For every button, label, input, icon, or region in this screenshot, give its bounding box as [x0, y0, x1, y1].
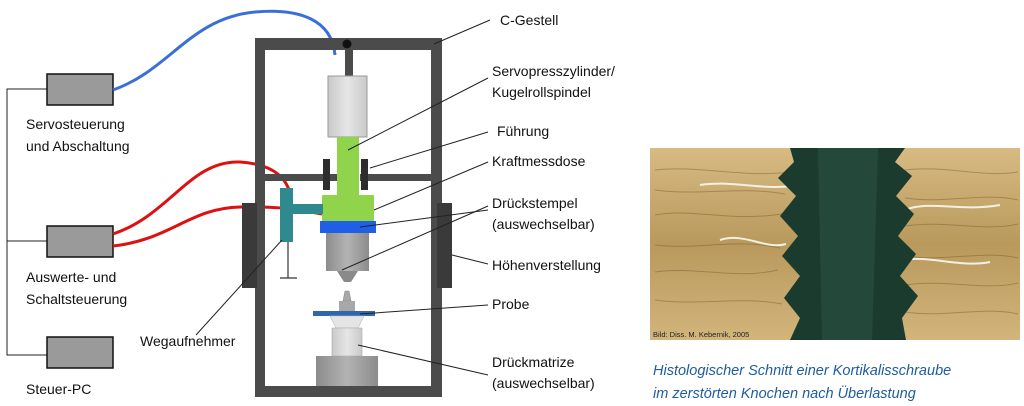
- label-auswerte-1: Auswerte- und: [26, 269, 116, 285]
- caption-line-1: Histologischer Schnitt einer Kortikaliss…: [653, 363, 951, 379]
- servosteuerung-box: [46, 73, 114, 106]
- drueckstempel-tip: [337, 271, 358, 282]
- control-bus-line: [6, 88, 47, 356]
- kraftmessdose: [322, 195, 374, 221]
- label-hoehenverstellung: Höhenverstellung: [492, 257, 601, 273]
- caption-line-2: im zerstörten Knochen nach Überlastung: [653, 384, 916, 402]
- probe-plate: [313, 311, 375, 316]
- label-servopresszylinder-2: Kugelrollspindel: [492, 84, 591, 100]
- hoehenverstellung-right: [437, 203, 452, 288]
- fuehrung-right: [361, 159, 368, 190]
- blue-cable: [112, 9, 337, 92]
- label-drueckstempel-1: Drückstempel: [492, 195, 578, 211]
- auswerte-box: [46, 225, 114, 258]
- fuehrung-left: [323, 159, 330, 190]
- piston-rod: [337, 137, 359, 197]
- leader-lines: [195, 19, 491, 376]
- label-servopresszylinder-1: Servopresszylinder/: [492, 63, 615, 79]
- steuer-pc-box: [46, 336, 114, 369]
- drueckmatrize: [316, 356, 378, 386]
- label-steuer-pc: Steuer-PC: [26, 381, 91, 397]
- label-probe: Probe: [492, 296, 530, 312]
- label-wegaufnehmer: Wegaufnehmer: [140, 333, 236, 349]
- label-drueckstempel-2: (auswechselbar): [492, 216, 595, 232]
- control-units: [6, 73, 114, 369]
- label-kraftmessdose: Kraftmessdose: [492, 153, 586, 169]
- label-auswerte-2: Schaltsteuerung: [26, 291, 127, 307]
- label-c-gestell: C-Gestell: [500, 12, 558, 28]
- label-drueckmatrize-2: (auswechselbar): [492, 375, 595, 391]
- label-servosteuerung-2: und Abschaltung: [26, 138, 130, 154]
- wegaufnehmer-sensor: [280, 188, 323, 279]
- frame-pivot: [342, 39, 352, 49]
- hoehenverstellung-left: [242, 203, 257, 288]
- probe-specimen: [313, 290, 375, 329]
- drueckmatrize-insert: [331, 327, 363, 357]
- drueckstempel-plate: [320, 221, 376, 233]
- photo-credit: Bild: Diss. M. Kebernik, 2005: [653, 330, 749, 339]
- histology-photo: Bild: Diss. M. Kebernik, 2005: [650, 148, 1020, 340]
- servopresszylinder: [327, 75, 368, 138]
- label-fuehrung: Führung: [497, 123, 549, 139]
- label-servosteuerung-1: Servosteuerung: [26, 116, 125, 132]
- drueckstempel: [326, 233, 369, 271]
- label-drueckmatrize-1: Drückmatrize: [492, 354, 575, 370]
- c-gestell-frame: [242, 38, 452, 397]
